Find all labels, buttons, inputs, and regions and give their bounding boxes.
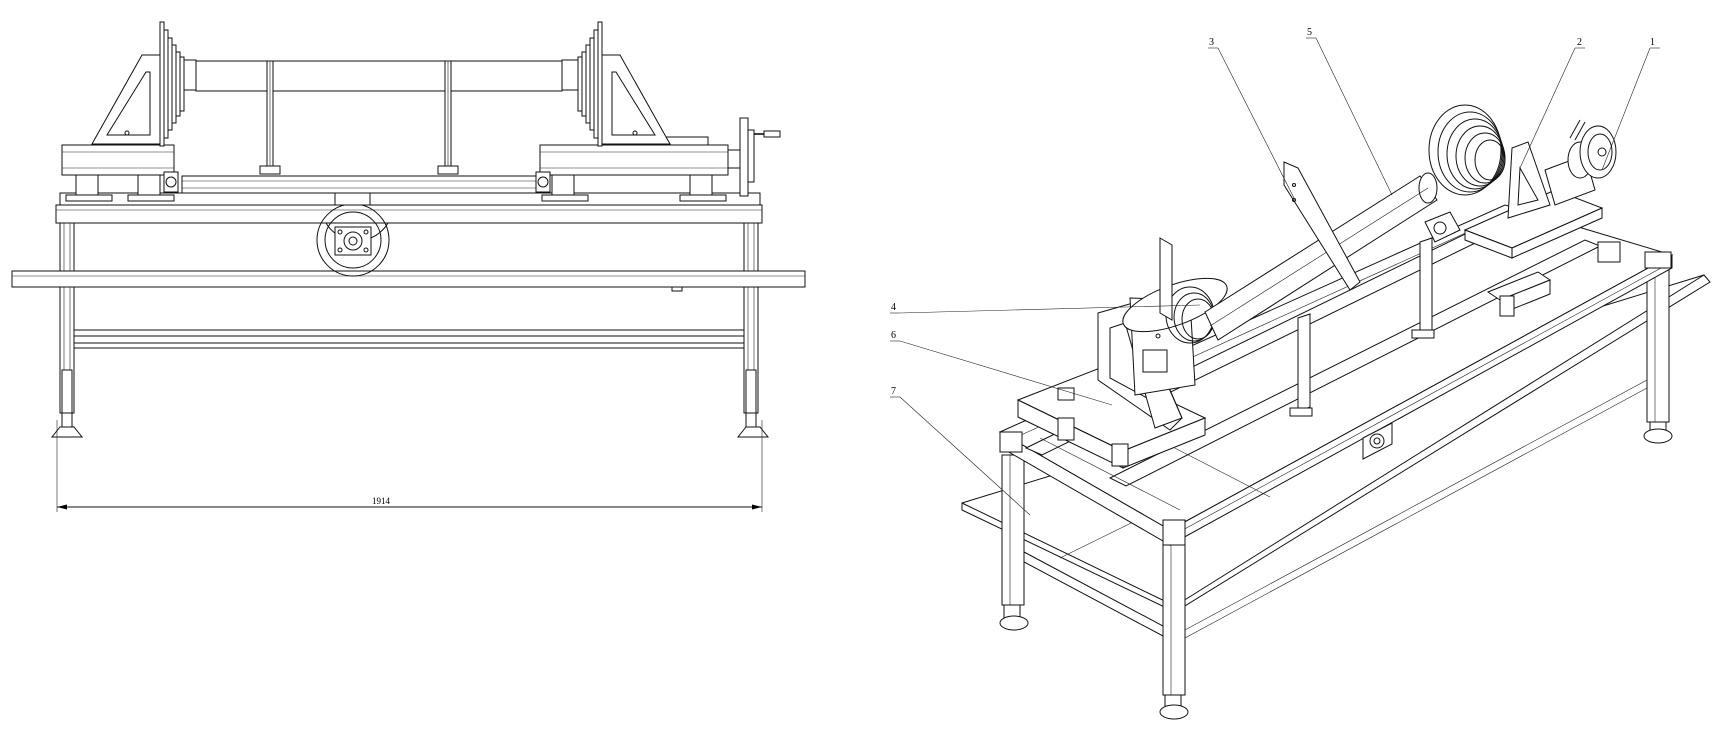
right-carriage [535,21,781,202]
dimension-label: 1914 [372,496,391,506]
iso-main-shaft [1159,161,1461,417]
isometric-view: 1 2 3 5 4 6 7 [890,27,1711,720]
callout-3: 3 [1209,37,1214,48]
dimension-overall-width: 1914 [56,420,763,512]
left-carriage [61,21,197,202]
iso-legs [999,261,1673,720]
callout-2: 2 [1577,37,1582,48]
iso-left-carriage [1016,277,1228,469]
callout-7: 7 [891,386,896,397]
table-frame [11,204,806,438]
main-shaft [195,60,563,175]
iso-right-carriage [1428,104,1621,317]
callout-5: 5 [1307,27,1312,38]
callouts: 1 2 3 5 4 6 7 [890,27,1660,516]
front-elevation-view: 1914 [11,21,806,512]
callout-6: 6 [891,330,896,341]
drive-motor [316,203,390,277]
callout-4: 4 [891,302,896,313]
callout-1: 1 [1650,37,1655,48]
iso-motor [1362,422,1393,460]
